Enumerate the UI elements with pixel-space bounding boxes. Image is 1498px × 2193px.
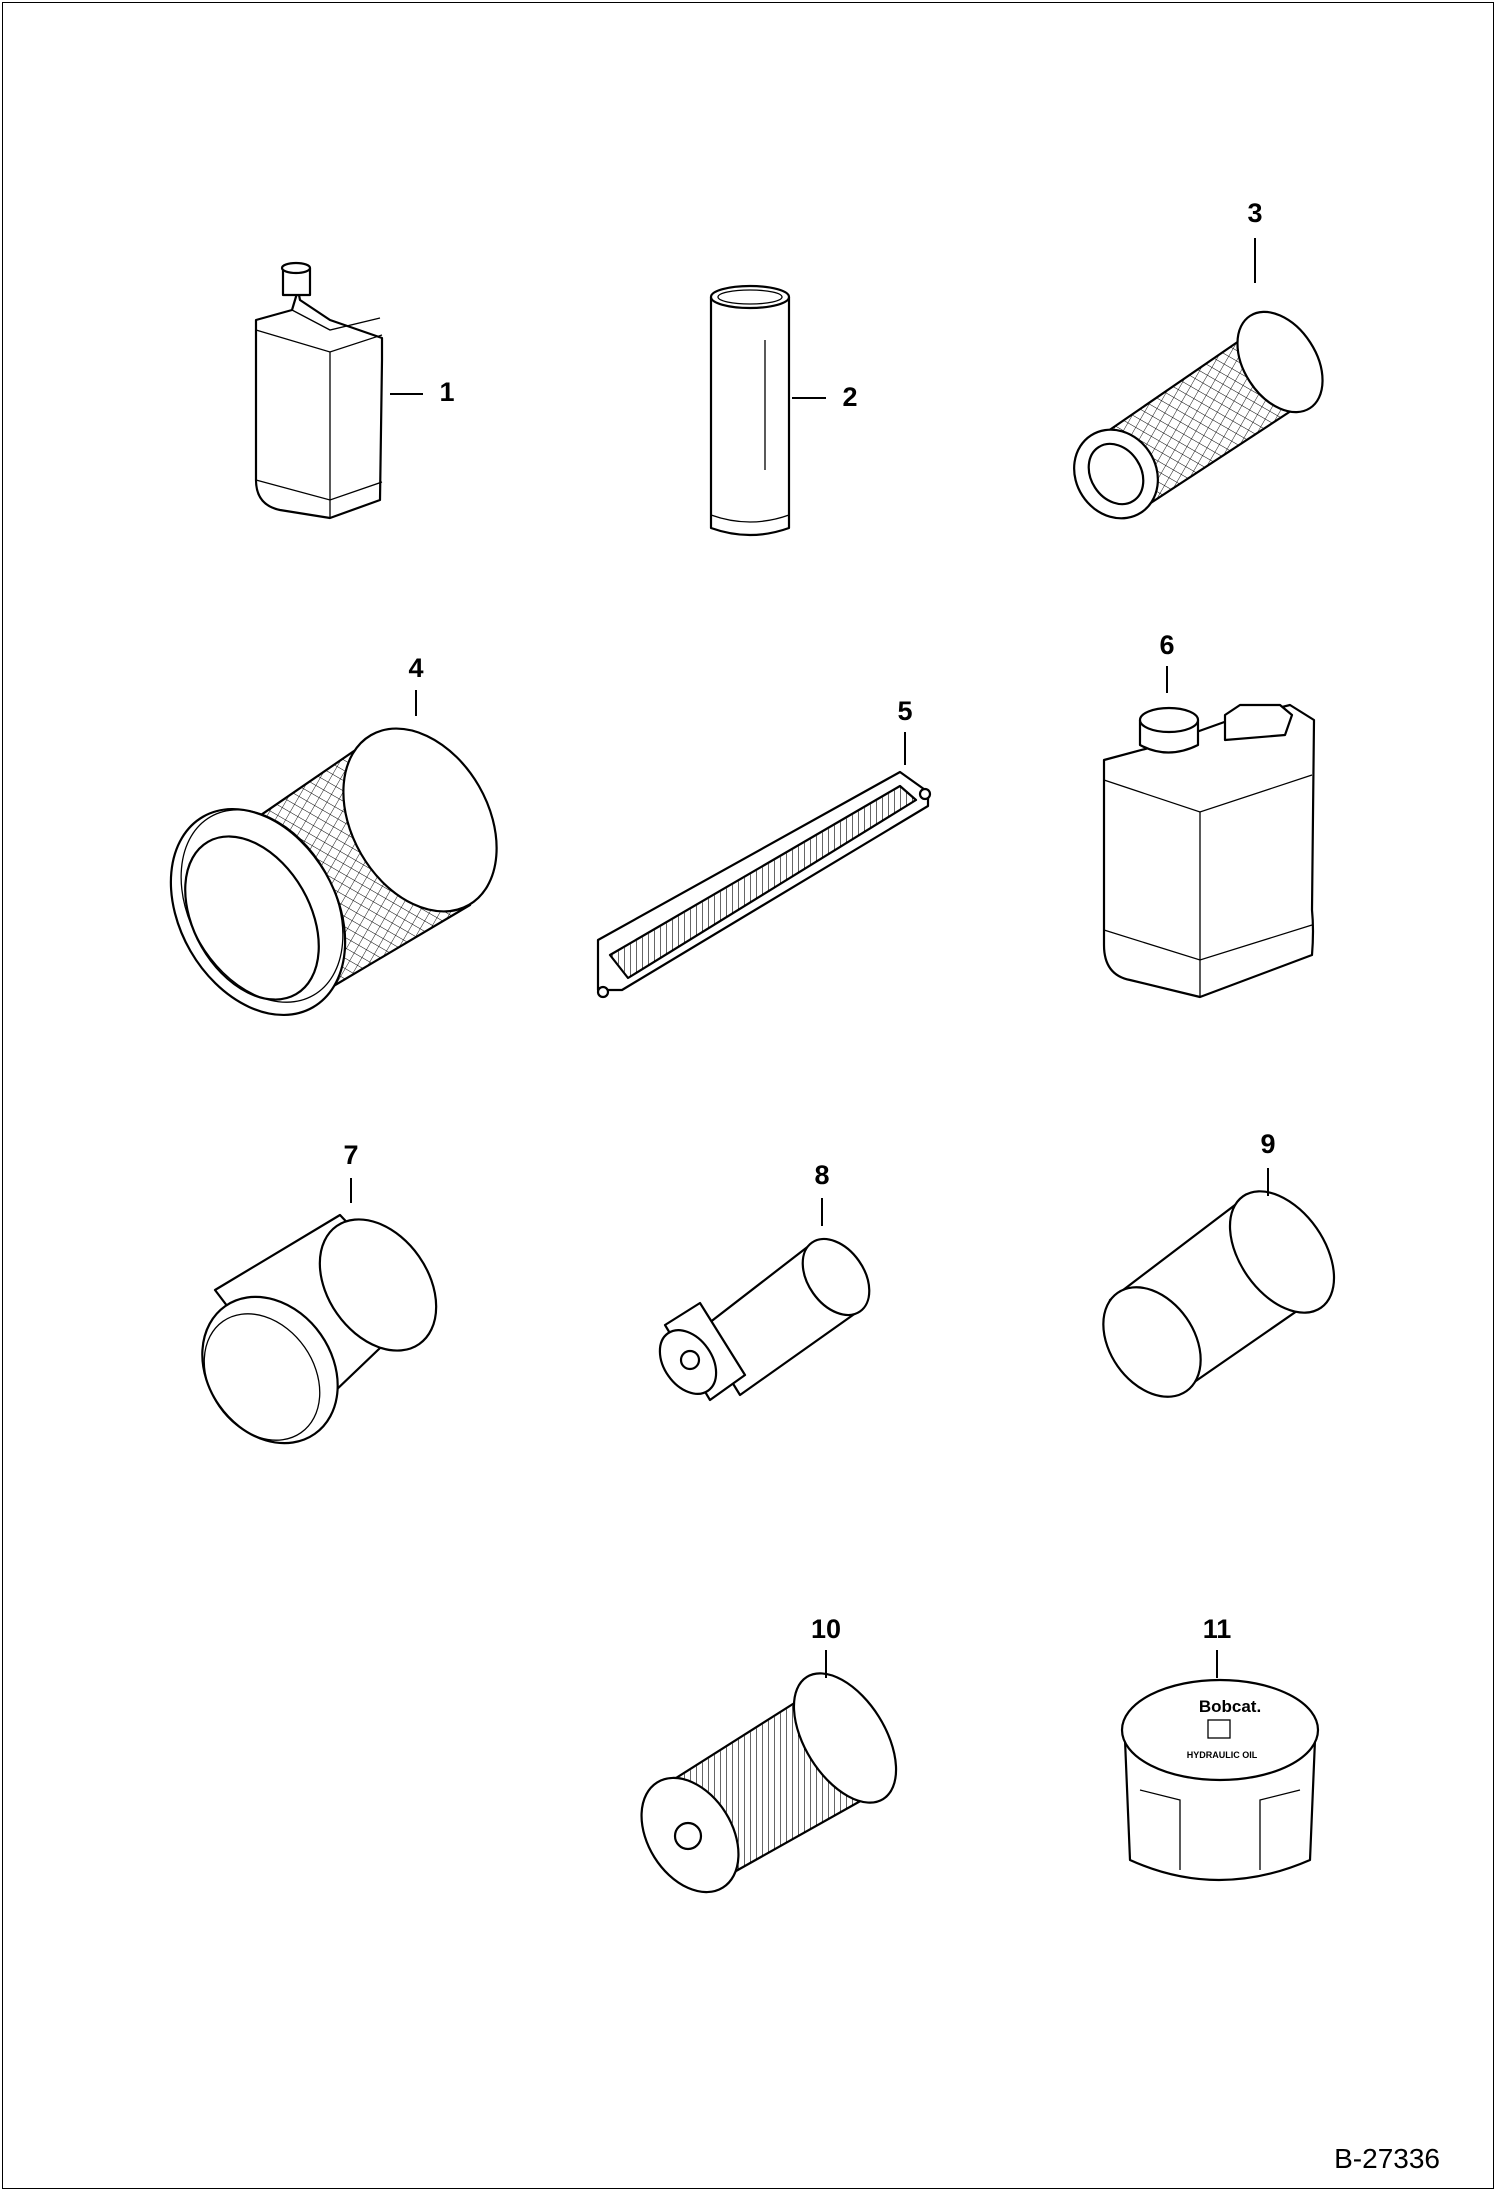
reservoir-cap-icon: Bobcat. HYDRAULIC OIL (1120, 1678, 1320, 1882)
outer-air-filter-icon (169, 727, 498, 1017)
callout-8: 8 (814, 1160, 829, 1190)
callout-5: 5 (897, 696, 912, 726)
callout-9: 9 (1260, 1129, 1275, 1159)
part-6-jug: 6 (1102, 630, 1316, 999)
part-2-inner-air-filter: 2 (709, 284, 858, 537)
fuel-filter-icon (658, 1237, 871, 1402)
part-8-fuel-filter: 8 (658, 1160, 871, 1402)
cab-air-filter-icon (596, 770, 932, 999)
callout-10: 10 (811, 1614, 841, 1644)
mesh-air-filter-icon (1073, 310, 1324, 520)
callout-6: 6 (1159, 630, 1174, 660)
canister-filter-icon (1102, 1190, 1336, 1398)
part-3-mesh-air-filter: 3 (1073, 198, 1324, 520)
callout-4: 4 (408, 653, 423, 683)
inner-air-filter-icon (709, 284, 791, 537)
callout-11: 11 (1203, 1614, 1232, 1644)
part-4-outer-air-filter: 4 (169, 653, 498, 1017)
part-5-cab-air-filter: 5 (596, 696, 932, 999)
part-10-hydraulic-filter-element: 10 (640, 1614, 898, 1894)
oil-filter-icon (201, 1213, 438, 1445)
callout-2: 2 (842, 382, 857, 412)
part-7-oil-filter: 7 (201, 1140, 438, 1445)
callout-7: 7 (343, 1140, 358, 1170)
hydraulic-filter-element-icon (640, 1672, 898, 1894)
cap-brand-label: Bobcat. (1199, 1697, 1261, 1716)
part-1-oil-bottle: 1 (254, 261, 455, 520)
cap-text-label: HYDRAULIC OIL (1187, 1750, 1258, 1760)
oil-bottle-icon (254, 261, 384, 520)
figure-reference-code: B-27336 (1334, 2143, 1440, 2174)
jug-icon (1102, 703, 1316, 999)
part-9-canister-filter: 9 (1102, 1129, 1336, 1398)
callout-3: 3 (1247, 198, 1262, 228)
part-11-reservoir-cap: Bobcat. HYDRAULIC OIL 11 (1120, 1614, 1320, 1882)
callout-1: 1 (439, 377, 454, 407)
